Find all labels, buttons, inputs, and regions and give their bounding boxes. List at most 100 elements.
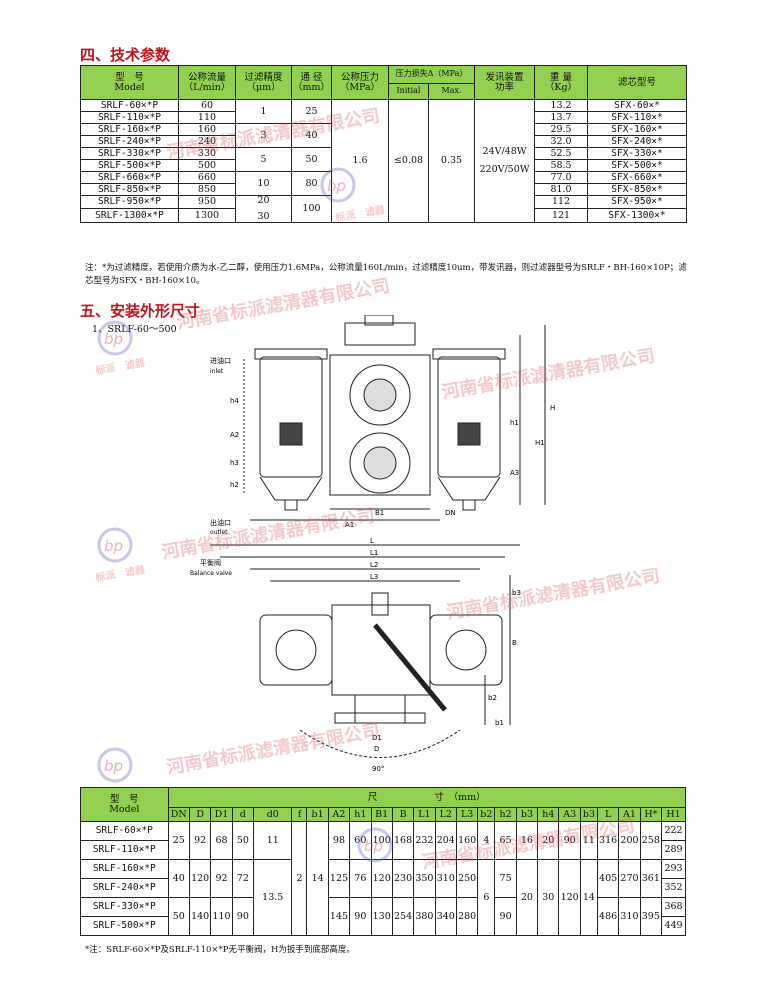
svg-text:bp: bp bbox=[364, 837, 383, 855]
element-cell: SFX-240×* bbox=[587, 135, 688, 148]
dim-cell: 270 bbox=[618, 859, 641, 898]
col-h4: h4 bbox=[537, 807, 560, 822]
flow-cell: 1300 bbox=[178, 208, 236, 223]
dim-cell: 230 bbox=[391, 859, 415, 898]
bore-cell: 40 bbox=[291, 123, 332, 148]
hdr-loss: 压力损失Δ（MPa） bbox=[387, 65, 476, 84]
outlet-label: 出油口 bbox=[210, 518, 231, 527]
element-cell: SFX-660×* bbox=[587, 171, 688, 184]
hdr-initial: Initial bbox=[388, 83, 429, 100]
dim-cell: 14 bbox=[306, 821, 329, 936]
dim-l: L bbox=[370, 537, 374, 545]
hdr-element: 滤芯型号 bbox=[587, 65, 688, 100]
dim-cell: 2 bbox=[291, 821, 308, 936]
dim-cell: 50 bbox=[231, 821, 255, 860]
balance-valve-label-en: Balance valve bbox=[190, 570, 232, 577]
col-B1: B1 bbox=[370, 807, 393, 822]
model-cell: SRLF-950×*P bbox=[80, 194, 179, 210]
dim-dn: DN bbox=[445, 509, 456, 517]
note-dimensions: *注：SRLF-60×*P及SRLF-110×*P无平衡阀，H为扳手到底部高度。 bbox=[85, 945, 355, 955]
col-H1: H1 bbox=[661, 807, 686, 822]
dim-cell: 361 bbox=[639, 859, 663, 898]
dim-cell: 258 bbox=[639, 821, 663, 860]
col-l3: L3 bbox=[455, 807, 479, 822]
col-B: B bbox=[391, 807, 415, 822]
dim-cell: 90 bbox=[349, 897, 372, 936]
dim-a1: A1 bbox=[345, 521, 354, 529]
logo-watermark-icon: bp bbox=[357, 827, 393, 863]
note-specs: 注：*为过滤精度，若使用介质为水-乙二醇，使用压力1.6MPa，公称流量160L… bbox=[85, 263, 687, 286]
model-cell: SRLF-60×*P bbox=[80, 99, 179, 112]
flow-cell: 950 bbox=[178, 194, 236, 210]
weight-cell: 81.0 bbox=[534, 183, 589, 196]
dim-cell: 92 bbox=[210, 859, 233, 898]
section-title-dimensions: 五、安装外形尺寸 bbox=[80, 302, 201, 320]
dim-cell: 92 bbox=[188, 821, 212, 860]
dim-cell: 98 bbox=[327, 821, 351, 860]
element-cell: SFX-850×* bbox=[587, 183, 688, 196]
dim-l2: L2 bbox=[370, 561, 378, 569]
col-d: D bbox=[188, 807, 212, 822]
model-cell: SRLF-330×*P bbox=[80, 147, 179, 160]
model-cell: SRLF-660×*P bbox=[80, 171, 179, 184]
dim-model-cell: SRLF-160×*P bbox=[80, 859, 169, 879]
col-h1: h1 bbox=[349, 807, 372, 822]
dim-model-cell: SRLF-60×*P bbox=[80, 821, 169, 841]
dim-h: H bbox=[550, 404, 555, 412]
element-cell: SFX-950×* bbox=[587, 194, 688, 210]
dim-h1: h1 bbox=[510, 419, 519, 427]
flow-cell: 110 bbox=[178, 111, 236, 124]
bore-cell: 50 bbox=[291, 147, 332, 172]
dim-cell: 160 bbox=[455, 821, 479, 860]
dim-cell: 110 bbox=[210, 897, 233, 936]
dim-cell: 168 bbox=[391, 821, 415, 860]
col-b3: b3 bbox=[515, 807, 539, 822]
front-view-drawing: 进油口 inlet A2 h4 h3 h2 h1 A3 H H1 A1 B1 D… bbox=[210, 315, 555, 529]
hdr-weight: 重 量（Kg） bbox=[534, 65, 589, 100]
weight-cell: 112 bbox=[534, 194, 589, 210]
dim-cell: 20 bbox=[515, 859, 539, 936]
dim-cell: 380 bbox=[413, 897, 436, 936]
outlet-label-en: outlet bbox=[210, 529, 228, 536]
dim-cell: 68 bbox=[210, 821, 233, 860]
svg-text:bp: bp bbox=[327, 177, 346, 195]
dim-h2: h2 bbox=[230, 481, 239, 489]
dim-hdr-size: 尺 寸 （mm） bbox=[167, 787, 687, 808]
dim-model-cell: SRLF-330×*P bbox=[80, 897, 169, 917]
dim-cell: 30 bbox=[537, 859, 560, 936]
dim-cell: 368 bbox=[661, 897, 686, 917]
logo-watermark-icon: bp bbox=[320, 167, 356, 203]
dim-cell: 72 bbox=[231, 859, 255, 898]
dim-cell: 280 bbox=[455, 897, 479, 936]
dim-cell: 75 bbox=[494, 859, 517, 898]
dim-a2: A2 bbox=[230, 431, 239, 439]
dim-model-cell: SRLF-240×*P bbox=[80, 878, 169, 898]
weight-cell: 32.0 bbox=[534, 135, 589, 148]
dim-cell: 130 bbox=[370, 897, 393, 936]
col-a3: A3 bbox=[558, 807, 581, 822]
dim-cell: 395 bbox=[639, 897, 663, 936]
model-cell: SRLF-850×*P bbox=[80, 183, 179, 196]
inlet-label: 进油口 bbox=[210, 356, 231, 365]
dim-cell: 405 bbox=[596, 859, 620, 898]
dim-cell: 14 bbox=[579, 859, 598, 936]
col-d1: D1 bbox=[210, 807, 233, 822]
col-a2: A2 bbox=[327, 807, 351, 822]
col-l1: L1 bbox=[413, 807, 436, 822]
hdr-flow: 公称流量（L/min） bbox=[178, 65, 236, 100]
element-cell: SFX-160×* bbox=[587, 123, 688, 136]
dim-cell: 486 bbox=[596, 897, 620, 936]
hdr-bore: 通 径（mm） bbox=[291, 65, 332, 100]
col-h-star: H* bbox=[639, 807, 663, 822]
dim-b: B bbox=[512, 639, 517, 647]
bore-cell: 100 bbox=[291, 195, 332, 223]
section-title-specs: 四、技术参数 bbox=[80, 46, 171, 64]
dim-cell: 76 bbox=[349, 859, 372, 898]
dim-d1: D1 bbox=[372, 734, 382, 742]
pressure-cell: 1.6 bbox=[331, 99, 389, 223]
flow-cell: 660 bbox=[178, 171, 236, 184]
